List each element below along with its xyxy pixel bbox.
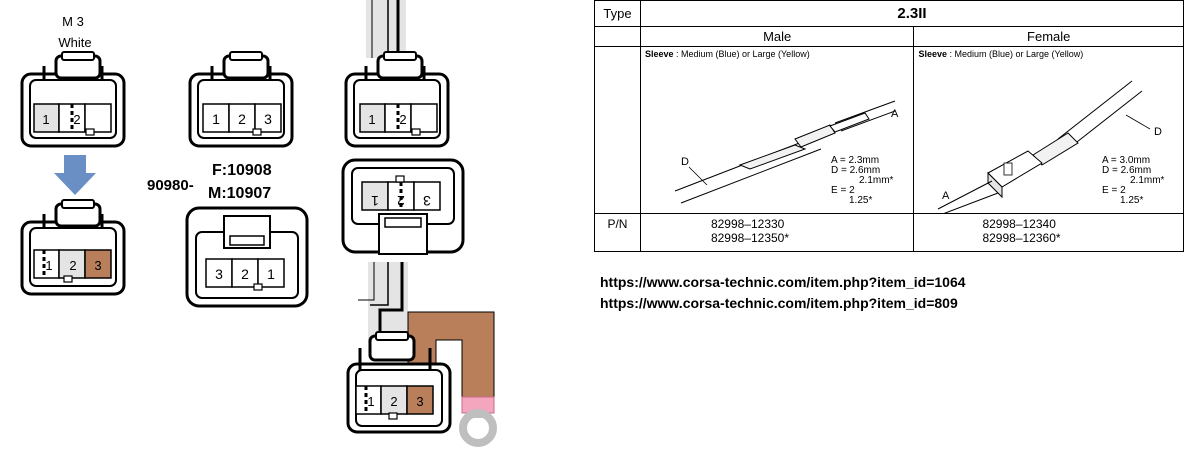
dim-line: D = 2.6mm — [831, 165, 880, 176]
link-item-809[interactable]: https://www.corsa-technic.com/item.php?i… — [600, 295, 958, 311]
connector-top-left: 1 2 — [20, 51, 126, 148]
male-part-numbers: 82998–12330 82998–12350* — [639, 213, 915, 252]
dim-line: 2.1mm* — [1130, 175, 1165, 186]
sleeve-text: : Medium (Blue) or Large (Yellow) — [673, 49, 810, 59]
part-female: F:10908 — [212, 162, 272, 179]
type-label: Type — [594, 0, 641, 27]
dim-letter: A — [891, 108, 899, 120]
male-terminal-cell: Sleeve : Medium (Blue) or Large (Yellow)… — [639, 46, 915, 214]
pin-label: 1 — [212, 111, 220, 127]
pn-label: P/N — [594, 213, 641, 252]
pin-label: 1 — [45, 258, 52, 273]
down-arrow-icon — [54, 155, 96, 195]
dim-letter: A — [942, 190, 950, 202]
part-number: 82998–12330 — [710, 217, 785, 231]
part-number: 82998–12340 — [982, 217, 1056, 231]
pin-label: 2 — [397, 193, 405, 209]
female-header: Female — [913, 26, 1184, 47]
connector-color: White — [58, 35, 91, 50]
pin-label: 3 — [215, 266, 223, 282]
pin-label: 1 — [367, 394, 374, 409]
pin-label: 3 — [264, 111, 272, 127]
dim-line: A = 3.0mm — [1102, 155, 1150, 166]
pin-label: 2 — [238, 111, 246, 127]
type-value: 2.3II — [639, 0, 1185, 27]
dim-letter: D — [1154, 126, 1162, 138]
part-male: M:10907 — [208, 185, 271, 202]
connector-bottom-left: 1 2 3 — [20, 199, 126, 296]
pin-label: 2 — [390, 394, 397, 409]
pin-label: 2 — [399, 112, 406, 127]
sleeve-text: : Medium (Blue) or Large (Yellow) — [946, 49, 1084, 59]
dim-line: E = 2 — [831, 185, 855, 196]
pin-label: 3 — [416, 394, 423, 409]
dim-line: E = 2 — [1102, 185, 1126, 196]
dim-line: 2.1mm* — [859, 175, 894, 186]
pin-label: 3 — [94, 258, 101, 273]
empty-cell — [594, 46, 641, 214]
sleeve-label: Sleeve — [644, 49, 674, 59]
connector-top-middle: 1 2 3 — [188, 51, 294, 148]
connector-mating-inverted: 3 2 1 — [341, 158, 465, 255]
dim-letter: D — [681, 156, 689, 168]
female-terminal-cell: Sleeve : Medium (Blue) or Large (Yellow)… — [913, 46, 1184, 214]
part-prefix: 90980- — [147, 177, 194, 194]
pin-label: 3 — [423, 193, 431, 209]
part-number: 82998–12360* — [982, 231, 1061, 245]
connector-top-right: 1 2 — [344, 51, 450, 148]
terminal-spec-table: Type 2.3II Male Female Sleeve : Medium (… — [594, 0, 1185, 252]
connector-code: M 3 — [62, 14, 84, 29]
pin-label: 1 — [368, 112, 375, 127]
pin-label: 2 — [73, 112, 80, 127]
dim-line: 1.25* — [1120, 195, 1143, 206]
pin-label: 2 — [241, 266, 249, 282]
link-item-1064[interactable]: https://www.corsa-technic.com/item.php?i… — [600, 274, 966, 290]
pin-label: 1 — [371, 193, 379, 209]
dim-line: D = 2.6mm — [1102, 165, 1151, 176]
connector-bottom-right: 1 2 3 — [346, 331, 452, 434]
part-number: 82998–12350* — [710, 231, 790, 245]
sleeve-label: Sleeve — [918, 49, 947, 59]
male-terminal-drawing: A D A = 2.3mm D = 2.6mm 2.1mm* E = 2 1.2… — [674, 100, 899, 206]
connector-diagram: M 3 White 1 2 1 2 3 — [20, 0, 497, 447]
female-terminal-drawing: A D A = 3.0mm D = 2.6mm 2.1mm* E = 2 1.2… — [938, 80, 1165, 213]
male-header: Male — [639, 26, 915, 47]
dim-line: A = 2.3mm — [831, 155, 879, 166]
dim-line: 1.25* — [849, 195, 872, 206]
empty-cell — [594, 26, 641, 47]
ring-terminal-icon — [459, 409, 497, 447]
pin-label: 1 — [267, 266, 275, 282]
female-part-numbers: 82998–12340 82998–12360* — [913, 213, 1184, 252]
pin-label: 2 — [69, 258, 76, 273]
harness-wires — [358, 0, 408, 342]
connector-male: 3 2 1 — [185, 206, 309, 308]
pin-label: 1 — [42, 112, 49, 127]
